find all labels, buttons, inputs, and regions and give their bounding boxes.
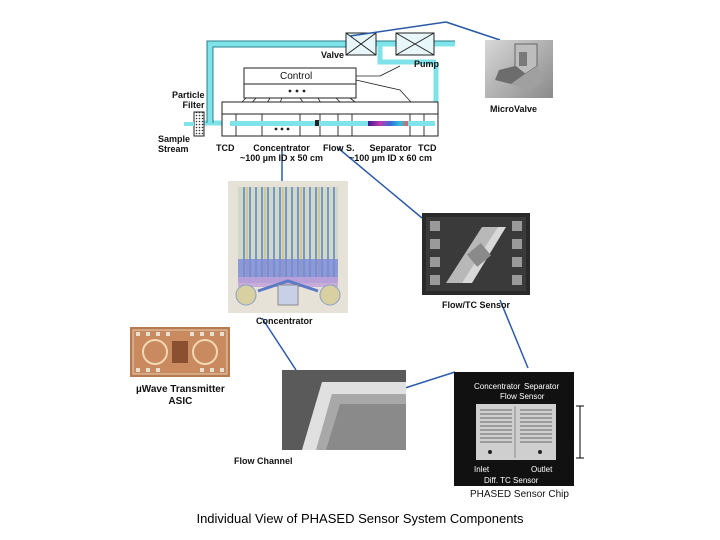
microvalve-graphic [485,40,553,98]
scale-bar [574,404,586,460]
control-label: Control [280,72,312,82]
chip-label-inlet: Inlet [474,465,489,474]
particle-filter-label: Particle Filter [172,90,205,110]
pump-symbol [396,33,434,55]
chip-label-outlet: Outlet [531,465,552,474]
sample-stream-line1: Sample [158,134,190,144]
chip-label-diff-tc: Diff. TC Sensor [484,476,538,485]
sensor-chip-label: PHASED Sensor Chip [470,490,569,500]
transmitter-label: µWave Transmitter ASIC [136,384,225,408]
microvalve-image [485,40,553,98]
transmitter-line2: ASIC [136,396,225,408]
flow-tc-sensor-graphic [422,213,530,295]
flow-channel-graphic [282,370,406,450]
scale-label: 10 mm [564,428,574,457]
particle-filter-line2: Filter [172,100,205,110]
flow-channel-image [282,370,406,450]
particle-filter [194,112,204,136]
transmitter-asic-graphic [130,327,230,377]
sample-stream-label: Sample Stream [158,134,190,154]
concentrator-graphic [228,181,348,313]
chip-label-concentrator: Concentrator [474,382,520,391]
concentrator-schematic-label: Concentrator ~100 µm ID x 50 cm [240,143,323,163]
flow-channel-label: Flow Channel [234,456,293,466]
chip-label-flow-sensor: Flow Sensor [500,392,544,401]
tcd-right-label: TCD [418,143,437,153]
separator-schematic-line2: ~100 µm ID x 60 cm [349,153,432,163]
sensor-housing [222,102,438,136]
figure-caption: Individual View of PHASED Sensor System … [0,511,720,526]
concentrator-schematic-line2: ~100 µm ID x 50 cm [240,153,323,163]
concentrator-label: Concentrator [256,316,313,326]
chip-label-separator: Separator [524,382,559,391]
pump-label: Pump [414,59,439,69]
flow-tc-sensor-image [422,213,530,295]
valve-label: Valve [321,50,344,60]
tcd-left-label: TCD [216,143,235,153]
particle-filter-line1: Particle [172,90,205,100]
microvalve-label: MicroValve [490,104,537,114]
transmitter-asic-image [130,327,230,377]
sample-stream-line2: Stream [158,144,190,154]
concentrator-schematic-line1: Concentrator [240,143,323,153]
concentrator-image [228,181,348,313]
transmitter-line1: µWave Transmitter [136,384,225,396]
flow-tc-sensor-label: Flow/TC Sensor [442,300,510,310]
